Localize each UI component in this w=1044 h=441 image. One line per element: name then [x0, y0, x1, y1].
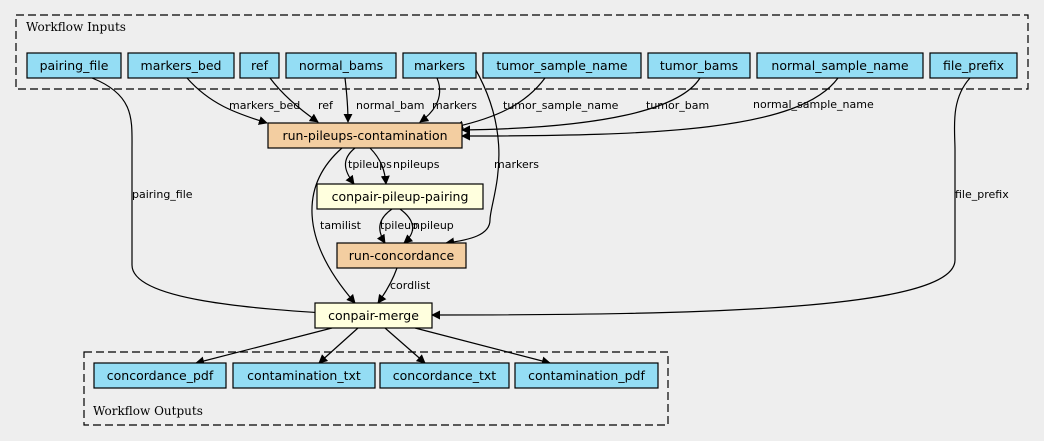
edge-tumor-bams — [461, 77, 701, 135]
step-node-run-pileups-contamination[interactable]: run-pileups-contamination — [267, 122, 463, 149]
output-node-contamination-txt-label: contamination_txt — [247, 368, 361, 383]
edge-normal-sample-name — [461, 77, 839, 141]
input-node-file-prefix[interactable]: file_prefix — [929, 52, 1018, 79]
input-node-tumor-sample-name[interactable]: tumor_sample_name — [482, 52, 642, 79]
input-node-normal-bams-label: normal_bams — [299, 58, 383, 73]
output-node-contamination-pdf[interactable]: contamination_pdf — [514, 362, 659, 389]
edge-file-prefix — [431, 77, 971, 320]
edge-out-contamination-txt — [318, 327, 359, 364]
workflow-outputs-cluster: Workflow Outputs — [83, 351, 669, 426]
edge-tpileups — [344, 147, 356, 185]
edge-label-npileups: npileups — [393, 158, 440, 171]
step-node-run-concordance[interactable]: run-concordance — [336, 242, 467, 269]
subworkflow-node-conpair-pileup-pairing[interactable]: conpair-pileup-pairing — [316, 183, 484, 210]
edge-label-tpileups: tpileups — [348, 158, 392, 171]
input-node-tumor-sample-name-label: tumor_sample_name — [496, 58, 627, 73]
output-node-concordance-pdf[interactable]: concordance_pdf — [93, 362, 227, 389]
edge-ref — [269, 77, 319, 123]
edge-npileups — [369, 147, 390, 185]
edge-markers-bed — [186, 77, 268, 125]
edge-label-ref: ref — [318, 99, 334, 112]
edge-tpileup — [376, 208, 393, 244]
input-node-tumor-bams-label: tumor_bams — [660, 58, 738, 73]
input-node-ref-label: ref — [251, 58, 269, 73]
edge-label-pairing-file: pairing_file — [132, 188, 193, 201]
input-node-normal-bams[interactable]: normal_bams — [285, 52, 397, 79]
subworkflow-node-conpair-merge[interactable]: conpair-merge — [314, 302, 433, 329]
output-node-contamination-pdf-label: contamination_pdf — [528, 368, 645, 383]
input-node-ref[interactable]: ref — [239, 52, 280, 79]
workflow-inputs-cluster: Workflow Inputs — [15, 14, 1029, 90]
edge-label-tpileup: tpileup — [380, 219, 418, 232]
input-node-tumor-bams[interactable]: tumor_bams — [647, 52, 751, 79]
edge-label-normal-sample-name: normal_sample_name — [753, 98, 874, 111]
input-node-pairing-file-label: pairing_file — [40, 58, 109, 73]
subworkflow-node-conpair-merge-label: conpair-merge — [328, 308, 419, 323]
input-node-file-prefix-label: file_prefix — [943, 58, 1004, 73]
edge-markers-to-concordance — [445, 59, 500, 247]
edge-label-normal-bam: normal_bam — [356, 99, 424, 112]
edge-tamilist — [311, 147, 356, 304]
edge-label-npileup: npileup — [413, 219, 454, 232]
edges — [91, 59, 971, 366]
edge-markers — [419, 77, 441, 123]
input-node-markers[interactable]: markers — [402, 52, 477, 79]
edge-label-markers-bed: markers_bed — [229, 99, 300, 112]
edge-labels: markers_bed ref normal_bam markers tumor… — [132, 98, 1009, 292]
edge-cordlist — [377, 267, 398, 304]
input-node-pairing-file[interactable]: pairing_file — [26, 52, 122, 79]
edge-npileup — [399, 208, 414, 244]
edge-label-markers: markers — [432, 99, 477, 112]
workflow-inputs-label: Workflow Inputs — [26, 20, 126, 34]
output-node-concordance-pdf-label: concordance_pdf — [107, 368, 214, 383]
edge-normal-bams — [343, 77, 353, 123]
edge-tumor-sample-name — [454, 77, 546, 130]
input-node-markers-bed[interactable]: markers_bed — [127, 52, 235, 79]
edge-label-tumor-sample-name: tumor_sample_name — [503, 99, 619, 112]
edge-out-concordance-pdf — [195, 327, 333, 366]
edge-label-cordlist: cordlist — [390, 279, 431, 292]
output-node-concordance-txt-label: concordance_txt — [393, 368, 497, 383]
workflow-outputs-label: Workflow Outputs — [93, 404, 203, 418]
edge-label-tumor-bam: tumor_bam — [646, 99, 709, 112]
input-node-markers-bed-label: markers_bed — [141, 58, 222, 73]
edge-out-contamination-pdf — [414, 327, 551, 366]
edge-pairing-file — [91, 77, 357, 320]
edge-label-file-prefix: file_prefix — [955, 188, 1009, 201]
input-node-normal-sample-name-label: normal_sample_name — [771, 58, 909, 73]
edge-out-concordance-txt — [384, 327, 426, 364]
output-node-concordance-txt[interactable]: concordance_txt — [379, 362, 510, 389]
edge-label-tamilist: tamilist — [320, 219, 362, 232]
step-node-run-concordance-label: run-concordance — [349, 248, 455, 263]
input-node-markers-label: markers — [414, 58, 465, 73]
step-node-run-pileups-contamination-label: run-pileups-contamination — [282, 128, 447, 143]
subworkflow-node-conpair-pileup-pairing-label: conpair-pileup-pairing — [332, 189, 469, 204]
edge-label-markers-concordance: markers — [494, 158, 539, 171]
output-node-contamination-txt[interactable]: contamination_txt — [232, 362, 376, 389]
input-node-normal-sample-name[interactable]: normal_sample_name — [756, 52, 924, 79]
